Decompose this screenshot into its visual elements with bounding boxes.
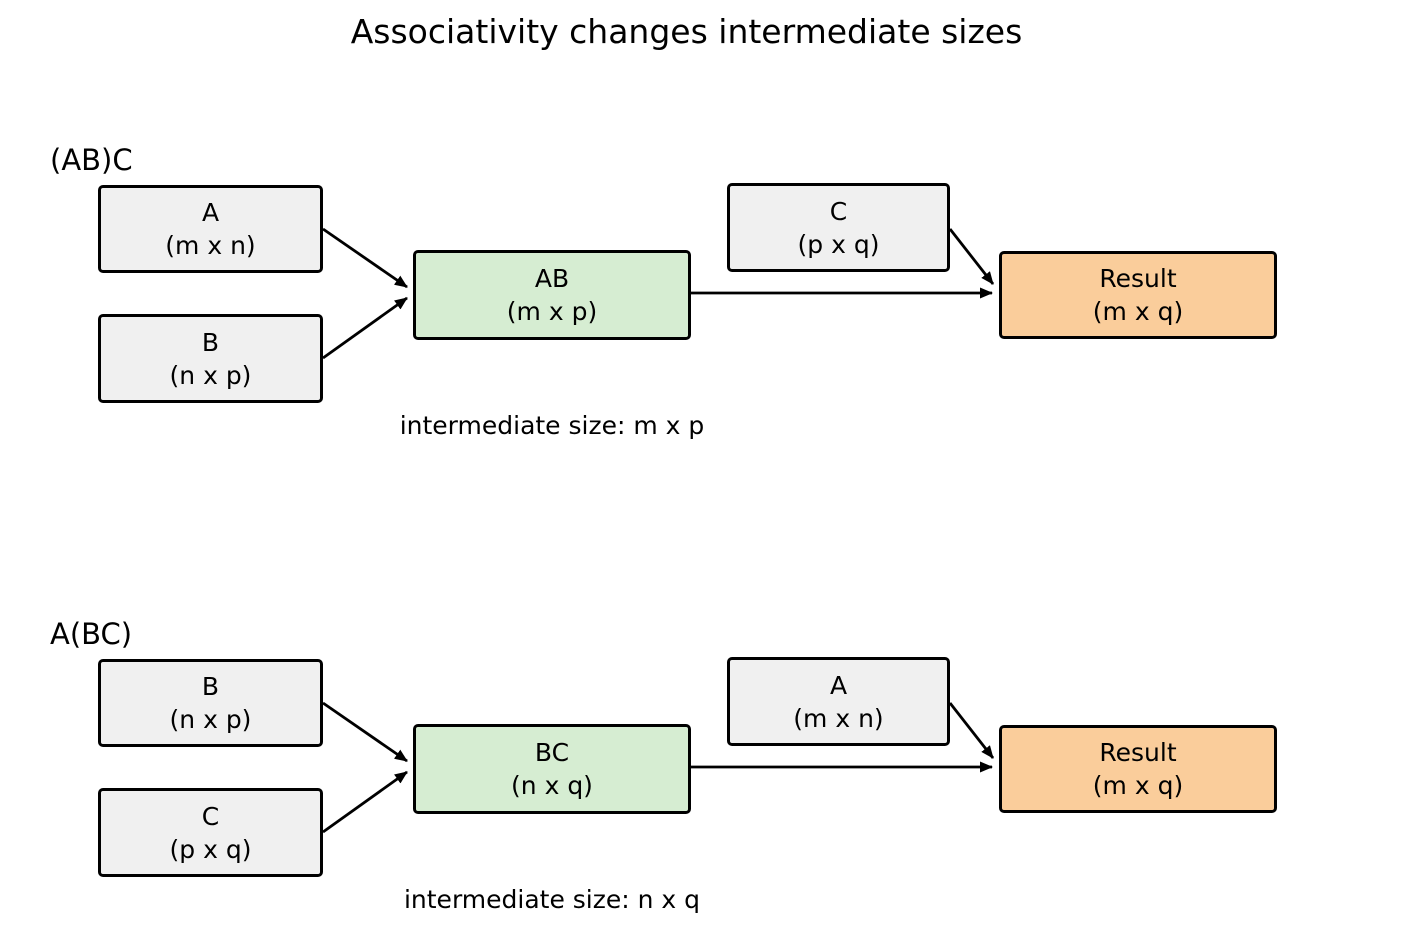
matrix-name: B <box>201 327 220 357</box>
matrix-name: Result <box>1099 738 1177 767</box>
matrix-dims: (m x q) <box>1092 297 1184 326</box>
matrix-dims: (m x q) <box>1092 771 1184 800</box>
matrix-dims: (n x p) <box>169 705 252 734</box>
matrix-name: A <box>829 670 848 700</box>
matrix-name: B <box>201 672 220 701</box>
matrix-dims: (p x q) <box>169 834 252 864</box>
matrix-name: C <box>201 801 220 831</box>
matrix-box-b-s2: B (n x p) <box>98 659 323 747</box>
result-box-s2: Result (m x q) <box>999 725 1277 813</box>
matrix-name: AB <box>534 264 570 293</box>
matrix-name: BC <box>534 738 570 767</box>
matrix-box-a-s1: A (m x n) <box>98 185 323 273</box>
section-label-bca: A(BC) <box>50 617 133 651</box>
matrix-box-a-s2: A (m x n) <box>727 657 950 746</box>
arrow-first-to-intermediate-2 <box>322 701 408 763</box>
matrix-dims: (p x q) <box>797 229 880 259</box>
matrix-box-b-s1: B (n x p) <box>98 314 323 403</box>
result-box-s1: Result (m x q) <box>999 251 1277 339</box>
arrow-third-to-result-1 <box>948 228 995 285</box>
matrix-name: A <box>201 198 220 227</box>
diagram-title: Associativity changes intermediate sizes <box>350 12 1023 51</box>
matrix-dims: (n x p) <box>169 360 252 390</box>
arrow-second-to-intermediate-2 <box>322 770 408 834</box>
matrix-dims: (m x n) <box>793 703 884 733</box>
matrix-dims: (n x q) <box>511 771 593 800</box>
matrix-name: Result <box>1099 264 1177 293</box>
matrix-box-c-s1: C (p x q) <box>727 183 950 272</box>
arrow-second-to-intermediate-1 <box>322 296 408 360</box>
matrix-dims: (m x n) <box>165 231 256 260</box>
arrow-first-to-intermediate-1 <box>322 227 408 289</box>
intermediate-size-caption-s1: intermediate size: m x p <box>399 411 705 440</box>
matrix-box-ab-s1: AB (m x p) <box>413 250 691 340</box>
arrow-third-to-result-2 <box>948 702 995 759</box>
section-label-abc: (AB)C <box>50 143 133 177</box>
matrix-box-bc-s2: BC (n x q) <box>413 724 691 814</box>
intermediate-size-caption-s2: intermediate size: n x q <box>403 885 701 914</box>
matrix-dims: (m x p) <box>506 297 598 326</box>
matrix-name: C <box>829 196 848 226</box>
matrix-box-c-s2: C (p x q) <box>98 788 323 877</box>
